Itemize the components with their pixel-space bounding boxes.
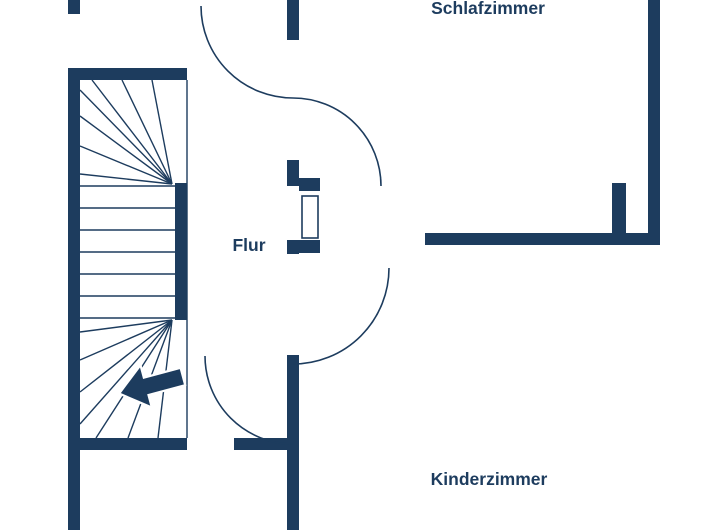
wall-room-divider [425,233,660,245]
wall-center-lower [287,240,299,254]
stair-direction-arrow-icon [117,362,187,410]
door-hinge-stub-lower [299,240,320,253]
wall-pier [612,183,626,245]
stair-winder-line [79,89,173,185]
stair-winder-line [79,319,173,361]
wall-stair-top [80,68,187,80]
room-label-flur: Flur [232,235,265,255]
stair-winder-line [79,145,173,185]
stair-winder-line [151,79,173,185]
stair-winder-line [79,319,173,425]
door-leaf [301,195,319,239]
door-arc-kinderzimmer [292,267,390,365]
room-label-kinderzimmer: Kinderzimmer [431,469,548,489]
wall-left-top-stub [68,0,80,14]
door-arc-understair [204,355,294,445]
wall-center-upper [287,160,299,186]
stair-winder-line [79,319,173,333]
wall-center-top [287,0,299,40]
door-arc-top [200,5,294,99]
stair-winder-line [91,79,173,185]
door-hinge-stub-upper [299,178,320,191]
room-label-schlafzimmer: Schlafzimmer [431,0,545,18]
stair-winder-line [79,115,173,185]
stair-winder-line [79,173,173,185]
stair-winder-line [79,319,173,393]
wall-stair-bottom [80,438,187,450]
wall-left [68,68,80,530]
stair-winder-line [121,79,173,185]
wall-right [648,0,660,245]
wall-stair-right [175,183,187,320]
wall-under-stair [234,438,299,450]
door-arc-schlafzimmer [292,97,382,187]
